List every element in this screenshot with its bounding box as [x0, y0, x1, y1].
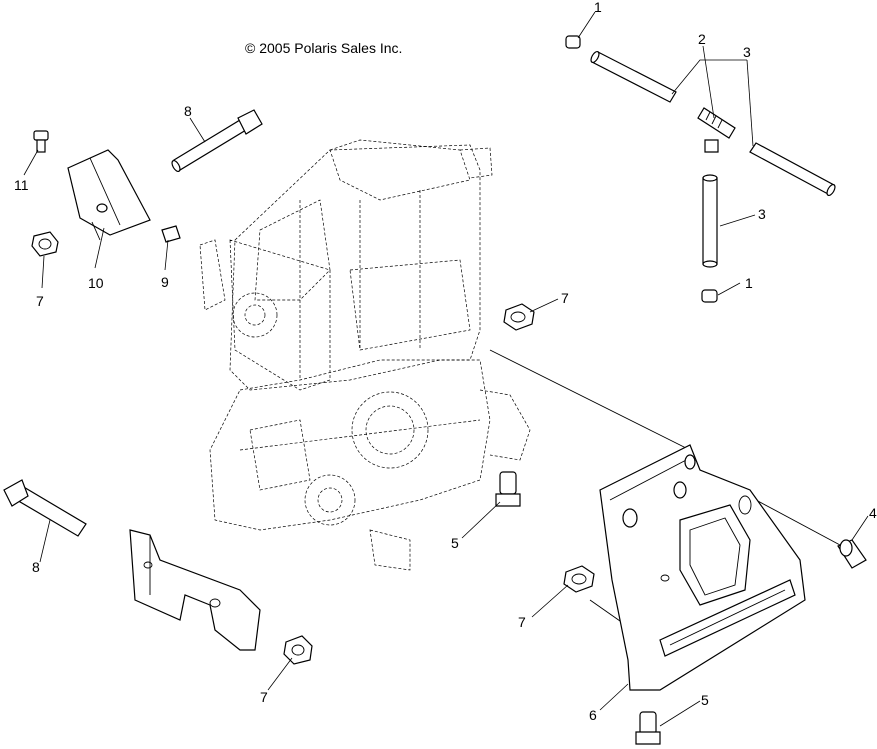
callout-7-bottom-right: 7	[518, 614, 526, 630]
callout-6: 6	[589, 707, 597, 723]
part-7-nut-bottom-left	[283, 635, 313, 665]
part-8-bolt-top	[171, 109, 263, 173]
callout-2: 2	[698, 31, 706, 47]
copyright-notice: © 2005 Polaris Sales Inc.	[245, 40, 403, 56]
part-8-bolt-bottom	[3, 479, 87, 537]
part-1-mid	[701, 289, 718, 303]
callout-1-mid: 1	[745, 275, 753, 291]
part-3-sleeve	[702, 174, 718, 268]
callout-5-center: 5	[451, 535, 459, 551]
callout-3-top: 3	[743, 44, 751, 60]
leader-lines	[23, 11, 869, 727]
part-6-bracket	[599, 444, 806, 691]
part-2-stud	[697, 107, 736, 153]
left-mount-bracket	[129, 529, 261, 651]
part-5-bolt-bottom	[635, 711, 661, 745]
part-7-nut-bottom-right	[563, 565, 595, 593]
part-7-nut-left	[31, 231, 59, 257]
part-11-bolt	[33, 130, 49, 153]
callout-7-left: 7	[36, 293, 44, 309]
part-3-pin-top	[590, 50, 677, 103]
callout-7-center: 7	[561, 290, 569, 306]
part-5-bolt-center	[495, 471, 521, 507]
engine-assembly	[199, 139, 531, 571]
callout-4: 4	[869, 505, 877, 521]
part-3-pin-right	[749, 142, 836, 197]
callout-8-bottom: 8	[32, 559, 40, 575]
callout-10: 10	[88, 275, 104, 291]
part-10-bracket	[67, 149, 151, 241]
part-7-nut-center	[503, 303, 535, 331]
part-9-clip	[161, 225, 181, 243]
callout-9: 9	[161, 274, 169, 290]
callout-5-bottom: 5	[701, 692, 709, 708]
callout-11: 11	[14, 177, 29, 193]
callout-7-bottom-left: 7	[260, 689, 268, 705]
callout-1-top: 1	[594, 0, 602, 15]
callout-3-mid: 3	[758, 206, 766, 222]
part-4-bolt	[837, 539, 867, 569]
callout-8-top: 8	[184, 103, 192, 119]
part-1-top	[565, 35, 581, 49]
assembly-guide-line	[489, 349, 691, 451]
